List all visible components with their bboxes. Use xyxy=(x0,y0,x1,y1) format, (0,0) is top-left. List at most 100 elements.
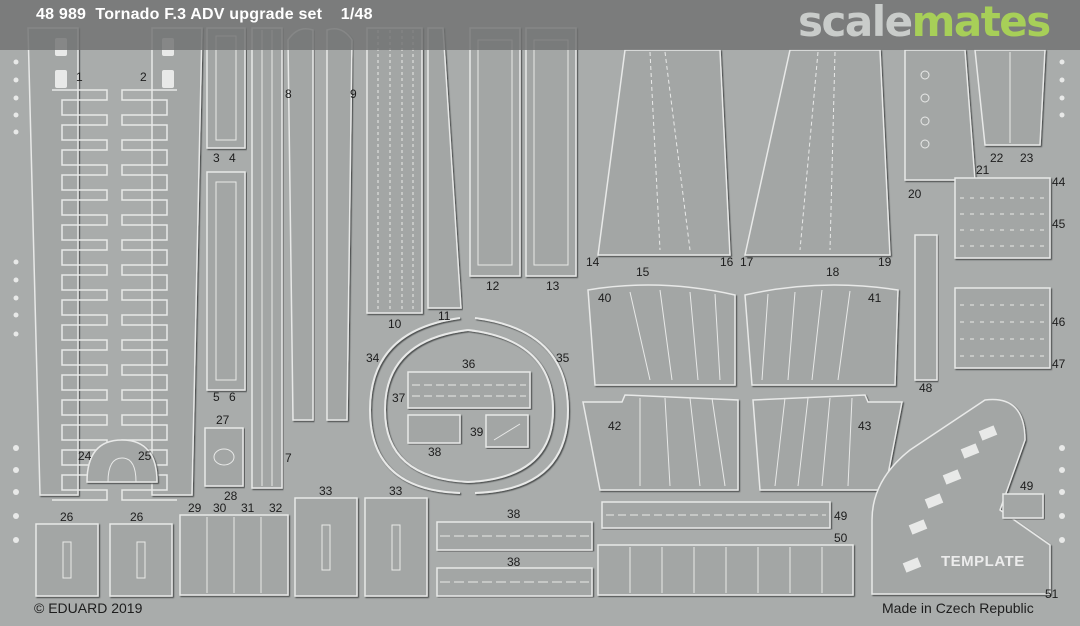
part-number-22: 22 xyxy=(990,151,1004,165)
part-number-3: 3 xyxy=(213,151,220,165)
part-29-32 xyxy=(179,514,289,596)
part-number-9: 9 xyxy=(350,87,357,101)
part-46-47 xyxy=(954,287,1051,369)
part-48 xyxy=(914,234,938,381)
part-number-25: 25 xyxy=(138,449,152,463)
set-title: 48 989 Tornado F.3 ADV upgrade set 1/48 xyxy=(36,6,373,23)
part-number-18: 18 xyxy=(826,265,840,279)
part-13 xyxy=(525,27,577,277)
part-49-strip xyxy=(601,501,831,529)
part-number-2: 2 xyxy=(140,70,147,84)
part-41 xyxy=(744,284,899,386)
part-26-a xyxy=(35,523,99,597)
part-26-b xyxy=(109,523,173,597)
part-number-26: 26 xyxy=(60,510,74,524)
part-14-15-16 xyxy=(597,49,731,256)
part-49-small xyxy=(1002,493,1044,519)
part-38-strip-a xyxy=(436,521,593,551)
part-number-26: 26 xyxy=(130,510,144,524)
part-number-39: 39 xyxy=(470,425,484,439)
part-number-28: 28 xyxy=(224,489,238,503)
part-36-37 xyxy=(407,371,531,409)
right-edge-dots xyxy=(1059,59,1065,543)
part-22-23 xyxy=(974,49,1046,146)
part-51-template xyxy=(871,398,1051,595)
part-24-25 xyxy=(86,439,158,483)
part-20-21 xyxy=(904,49,976,181)
part-number-20: 20 xyxy=(908,187,922,201)
part-9 xyxy=(326,28,353,421)
logo-mates: mates xyxy=(911,0,1052,46)
part-number-31: 31 xyxy=(241,501,255,515)
part-1-comb xyxy=(52,89,108,501)
part-43 xyxy=(752,394,903,491)
logo-scale: scale xyxy=(798,0,913,46)
part-number-13: 13 xyxy=(546,279,560,293)
part-10 xyxy=(366,27,423,314)
part-number-4: 4 xyxy=(229,151,236,165)
part-number-8: 8 xyxy=(285,87,292,101)
part-27-28 xyxy=(204,427,244,487)
part-number-37: 37 xyxy=(392,391,406,405)
part-number-38: 38 xyxy=(507,507,521,521)
part-number-23: 23 xyxy=(1020,151,1034,165)
part-number-34: 34 xyxy=(366,351,380,365)
part-42 xyxy=(582,394,739,491)
part-number-43: 43 xyxy=(858,419,872,433)
part-number-32: 32 xyxy=(269,501,283,515)
part-number-50: 50 xyxy=(834,531,848,545)
part-33-a xyxy=(294,497,358,597)
header-band: 48 989 Tornado F.3 ADV upgrade set 1/48 … xyxy=(0,0,1080,50)
part-34-35-ring xyxy=(368,317,570,494)
part-number-51: 51 xyxy=(1045,587,1059,601)
part-number-45: 45 xyxy=(1052,217,1066,231)
part-number-1: 1 xyxy=(76,70,83,84)
part-number-33: 33 xyxy=(389,484,403,498)
part-number-24: 24 xyxy=(78,449,92,463)
part-number-38: 38 xyxy=(507,555,521,569)
part-number-33: 33 xyxy=(319,484,333,498)
part-5-6 xyxy=(206,171,246,391)
part-17-18-19 xyxy=(744,49,891,256)
template-label: TEMPLATE xyxy=(941,553,1025,570)
part-12 xyxy=(469,27,521,277)
part-number-11: 11 xyxy=(438,309,451,323)
part-number-44: 44 xyxy=(1052,175,1066,189)
part-number-48: 48 xyxy=(919,381,933,395)
part-number-19: 19 xyxy=(878,255,892,269)
part-8 xyxy=(287,28,314,421)
part-number-36: 36 xyxy=(462,357,476,371)
scalemates-logo: scalemates xyxy=(798,0,1052,46)
left-edge-dots xyxy=(13,59,19,543)
part-number-12: 12 xyxy=(486,279,500,293)
part-number-17: 17 xyxy=(740,255,754,269)
part-number-47: 47 xyxy=(1052,357,1066,371)
part-number-14: 14 xyxy=(586,255,600,269)
part-number-41: 41 xyxy=(868,291,882,305)
part-33-b xyxy=(364,497,428,597)
part-number-6: 6 xyxy=(229,390,236,404)
part-number-49: 49 xyxy=(1020,479,1034,493)
part-11 xyxy=(427,27,462,309)
part-number-16: 16 xyxy=(720,255,734,269)
part-number-38: 38 xyxy=(428,445,442,459)
part-number-35: 35 xyxy=(556,351,570,365)
copyright-text: © EDUARD 2019 xyxy=(34,600,143,616)
part-number-49: 49 xyxy=(834,509,848,523)
part-40 xyxy=(587,284,736,386)
part-number-27: 27 xyxy=(216,413,230,427)
part-number-29: 29 xyxy=(188,501,202,515)
part-39 xyxy=(485,414,529,448)
part-number-46: 46 xyxy=(1052,315,1066,329)
part-38-strip-b xyxy=(436,567,593,597)
part-number-30: 30 xyxy=(213,501,227,515)
part-38-small xyxy=(407,414,461,444)
part-2-comb xyxy=(121,89,177,501)
part-number-40: 40 xyxy=(598,291,612,305)
part-number-7: 7 xyxy=(285,451,292,465)
part-7 xyxy=(251,27,283,489)
part-number-15: 15 xyxy=(636,265,650,279)
